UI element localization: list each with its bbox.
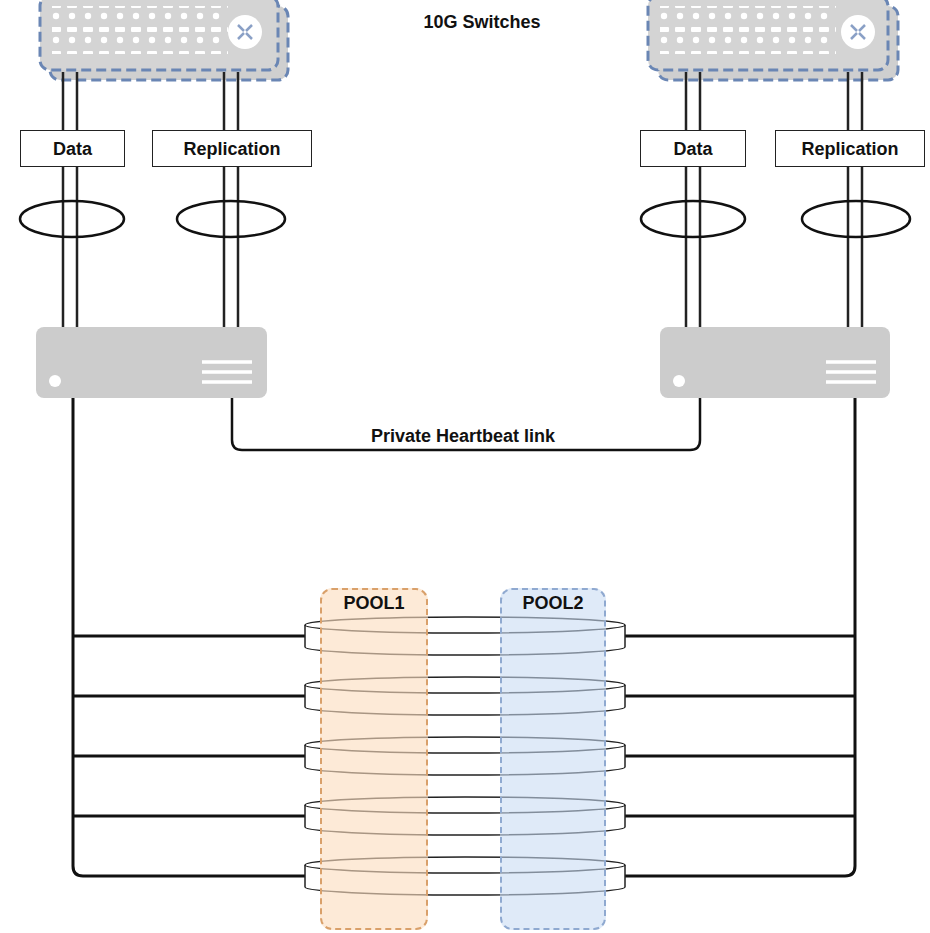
switch-icon bbox=[40, 0, 288, 80]
bond-ellipses bbox=[20, 201, 910, 237]
link-caption: Private Heartbeat link bbox=[371, 426, 555, 446]
server-icon bbox=[36, 327, 267, 398]
link-tag: Replication bbox=[152, 130, 312, 167]
link-tag: Replication bbox=[775, 130, 925, 167]
switch-icon bbox=[648, 0, 898, 80]
link-label: Replication bbox=[183, 139, 280, 159]
link-tag: Data bbox=[640, 130, 746, 167]
heartbeat-wire bbox=[232, 398, 700, 450]
link-label: Data bbox=[673, 139, 712, 159]
link-label: Data bbox=[53, 139, 92, 159]
link-label: Replication bbox=[801, 139, 898, 159]
pool-title: POOL2 bbox=[522, 593, 583, 613]
server-icon bbox=[660, 327, 890, 398]
uplink-wires bbox=[63, 72, 862, 328]
link-tag: Data bbox=[20, 130, 125, 167]
pool-region: POOL2 bbox=[500, 588, 606, 930]
storage-wires bbox=[73, 396, 855, 876]
pool-region: POOL1 bbox=[320, 588, 428, 930]
group-caption: 10G Switches bbox=[423, 12, 540, 32]
pool-title: POOL1 bbox=[343, 593, 404, 613]
